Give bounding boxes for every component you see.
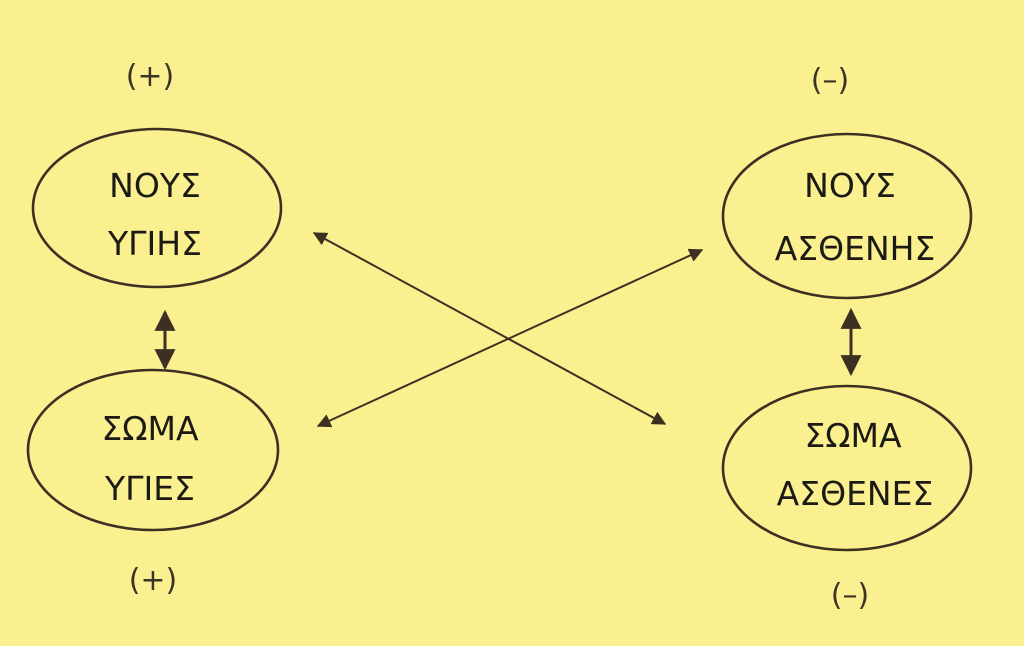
node-label-line1: ΝΟΥΣ [804,166,896,205]
node-healthy-mind: ΝΟΥΣ ΥΓΙΗΣ [31,127,283,289]
node-label-line2: ΑΣΘΕΝΗΣ [775,229,936,268]
node-label-line2: ΑΣΘΕΝΕΣ [777,474,934,513]
sign-sick-body: (–) [831,578,869,613]
node-sick-mind: ΝΟΥΣ ΑΣΘΕΝΗΣ [721,132,973,300]
arrow-healthy-mind-sick-body [312,232,667,425]
node-sick-body: ΣΩΜΑ ΑΣΘΕΝΕΣ [721,384,973,552]
arrow-healthy-body-sick-mind [316,248,704,428]
sign-healthy-mind: (+) [126,59,175,94]
node-label-line1: ΣΩΜΑ [101,409,199,448]
node-healthy-body: ΣΩΜΑ ΥΓΙΕΣ [26,368,280,532]
sign-sick-mind: (–) [811,63,849,98]
node-label-line1: ΣΩΜΑ [804,416,902,455]
node-label-line2: ΥΓΙΕΣ [104,469,195,508]
sign-healthy-body: (+) [129,563,178,598]
node-label-line2: ΥΓΙΗΣ [107,224,202,263]
node-label-line1: ΝΟΥΣ [109,166,201,205]
